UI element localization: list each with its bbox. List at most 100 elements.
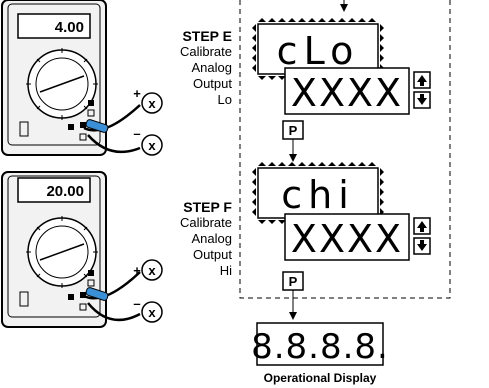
step-f-down-button[interactable]	[413, 237, 431, 255]
step-f-flash-marker	[258, 220, 266, 224]
step-f-flash-marker	[258, 162, 266, 166]
step-f-flash-marker	[380, 178, 384, 186]
probe-bottom-black	[87, 302, 141, 322]
terminal-bottom-minus	[141, 301, 163, 323]
terminal-top-plus-sign: +	[133, 86, 141, 101]
terminal-bottom-plus-sign: +	[133, 263, 141, 278]
step-e-flash-marker	[278, 18, 286, 22]
meter-bottom-screen	[17, 177, 91, 203]
step-e-flash-marker	[380, 34, 384, 42]
operational-display: 8.8.8.8.	[251, 322, 389, 367]
step-f-line-4: Hi	[219, 263, 232, 278]
probe-top-black	[87, 134, 141, 154]
step-e-line-3: Output	[192, 76, 232, 91]
terminal-top-minus	[141, 134, 163, 156]
step-e-flash-marker	[288, 18, 296, 22]
step-e-flash-marker	[380, 54, 384, 62]
terminal-top-plus	[141, 92, 163, 114]
step-f-flash-marker	[278, 162, 286, 166]
operational-display-digits: 8.8.8.8.	[251, 327, 389, 367]
step-e-flash-marker	[380, 24, 384, 32]
terminal-top-minus-x: x	[148, 138, 156, 153]
meter-top-reading: 4.00	[55, 19, 84, 36]
step-e-flash-marker	[368, 18, 376, 22]
step-f-value-display: XXXX	[284, 213, 410, 261]
step-f-flash-marker	[278, 220, 286, 224]
terminal-bottom-minus-sign: –	[133, 296, 140, 311]
terminal-bottom-plus	[141, 259, 163, 281]
step-e-flash-marker	[252, 24, 256, 32]
step-e-flash-marker	[298, 18, 306, 22]
step-f-flash-marker	[328, 162, 336, 166]
step-f-flash-marker	[368, 162, 376, 166]
step-e-flash-marker	[328, 18, 336, 22]
step-e-flash-marker	[268, 76, 276, 80]
step-e-value-text: XXXX	[291, 71, 403, 115]
step-f-flash-marker	[358, 162, 366, 166]
step-e-menu-text: cLo	[277, 29, 360, 73]
multimeter-bottom: 20.00	[1, 171, 107, 328]
step-f-flash-marker	[268, 162, 276, 166]
step-e-flash-marker	[252, 64, 256, 72]
probe-top-tip	[85, 119, 109, 133]
step-e-flash-marker	[258, 18, 266, 22]
meter-bottom-reading: 20.00	[46, 183, 84, 200]
multimeter-top: 4.00	[1, 0, 107, 156]
step-f-program-label: P	[289, 274, 298, 289]
step-e-flash-marker	[380, 44, 384, 52]
step-e-line-1: Calibrate	[179, 44, 232, 59]
step-f-flash-marker	[252, 208, 256, 216]
operational-display-caption: Operational Display	[264, 371, 377, 385]
step-f-line-3: Output	[192, 247, 232, 262]
step-f-flash-marker	[288, 162, 296, 166]
step-e-program-label: P	[289, 123, 298, 138]
step-e-flash-marker	[348, 18, 356, 22]
step-e-value-display: XXXX	[284, 67, 410, 115]
step-e-line-2: Analog	[191, 60, 232, 75]
program-region-border	[239, 0, 451, 299]
step-e-flash-marker	[308, 18, 316, 22]
step-f-flash-marker	[268, 220, 276, 224]
step-e-flash-marker	[252, 54, 256, 62]
step-f-flash-marker	[338, 162, 346, 166]
step-e-program-button[interactable]: P	[282, 120, 304, 140]
step-f-flash-marker	[252, 168, 256, 176]
step-f-flash-marker	[318, 162, 326, 166]
step-e-down-button[interactable]	[413, 91, 431, 109]
step-e-flash-marker	[268, 18, 276, 22]
step-f-flash-marker	[252, 188, 256, 196]
terminal-bottom-minus-x: x	[148, 305, 156, 320]
step-f-flash-marker	[298, 162, 306, 166]
step-e-flash-marker	[258, 76, 266, 80]
probe-bottom-tip	[85, 287, 109, 301]
step-f-flash-marker	[252, 198, 256, 206]
terminal-top-minus-sign: –	[133, 126, 140, 141]
step-f-description: STEP F Calibrate Analog Output Hi	[150, 199, 232, 279]
step-f-menu-text: chi	[281, 173, 355, 217]
step-f-value-text: XXXX	[291, 217, 403, 261]
step-f-line-1: Calibrate	[179, 215, 232, 230]
step-e-heading: STEP E	[182, 28, 232, 44]
step-f-flash-marker	[380, 168, 384, 176]
step-e-flash-marker	[318, 18, 326, 22]
step-f-line-2: Analog	[191, 231, 232, 246]
terminal-top-plus-x: x	[148, 96, 156, 111]
step-e-description: STEP E Calibrate Analog Output Lo	[150, 28, 232, 108]
step-f-flash-marker	[252, 178, 256, 186]
step-e-flash-marker	[358, 18, 366, 22]
step-f-program-button[interactable]: P	[282, 271, 304, 291]
step-f-flash-marker	[308, 162, 316, 166]
step-e-flash-marker	[338, 18, 346, 22]
step-f-up-button[interactable]	[413, 217, 431, 235]
step-e-flash-marker	[252, 44, 256, 52]
step-e-flash-marker	[278, 76, 286, 80]
step-f-heading: STEP F	[183, 199, 232, 215]
step-f-flash-marker	[380, 198, 384, 206]
step-e-up-button[interactable]	[413, 71, 431, 89]
step-e-line-4: Lo	[217, 92, 232, 107]
step-f-flash-marker	[380, 188, 384, 196]
step-f-menu-display: chi	[252, 162, 384, 224]
step-f-flash-marker	[348, 162, 356, 166]
terminal-bottom-plus-x: x	[148, 263, 156, 278]
